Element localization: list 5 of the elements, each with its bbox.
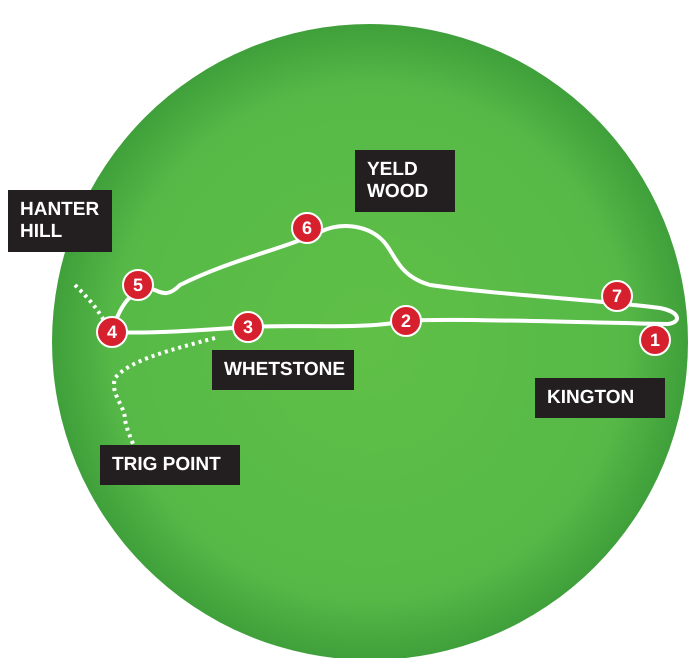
place-label: TRIG POINT <box>100 445 240 485</box>
place-label: WHETSTONE <box>212 350 354 390</box>
place-label: KINGTON <box>535 378 665 418</box>
place-label: YELD WOOD <box>355 150 455 212</box>
place-label: HANTER HILL <box>8 190 112 252</box>
